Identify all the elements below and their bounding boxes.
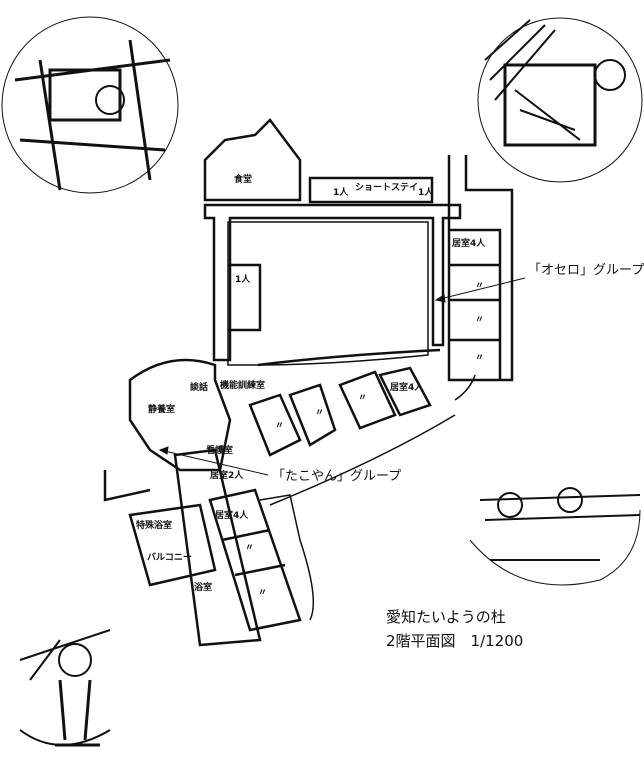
room-ditto-a: 〃 [475, 281, 484, 291]
facility-name: 愛知たいようの杜 [386, 608, 506, 626]
room-resident-2: 居室2人 [210, 469, 244, 481]
room-dining: 食堂 [233, 173, 252, 185]
illustration-top-left [1, 16, 179, 194]
room-ditto-b: 〃 [475, 315, 484, 325]
label-othello-group: 「オセロ」グループ [528, 263, 644, 278]
room-resident-4-b: 居室4人 [390, 381, 424, 393]
plan-caption: 2階平面図 1/1200 [386, 632, 524, 650]
room-ditto-e: 〃 [315, 408, 324, 418]
room-ditto-h: 〃 [258, 588, 267, 598]
building-walls [103, 118, 514, 647]
room-ditto-g: 〃 [245, 543, 254, 553]
room-balcony: バルコニー [147, 552, 192, 563]
illustration-top-right [477, 17, 643, 183]
illustration-bottom-left [19, 629, 111, 747]
room-ditto-c: 〃 [475, 353, 484, 363]
room-rehab: 機能訓練室 [220, 379, 265, 391]
room-resident-4-c: 居室4人 [215, 509, 249, 521]
room-bath: 浴室 [194, 581, 212, 593]
room-single-3: 1人 [235, 273, 251, 285]
room-short-stay: ショートステイ [355, 182, 418, 193]
label-takoyan-group: 「たこやん」グループ [272, 469, 401, 484]
room-ditto-d: 〃 [275, 421, 284, 431]
room-special-bath: 特殊浴室 [136, 519, 172, 531]
illustration-mid-right [469, 487, 641, 586]
room-single-2: 1人 [418, 186, 434, 198]
room-ditto-f: 〃 [358, 393, 367, 403]
room-resident-4-a: 居室4人 [452, 237, 486, 249]
room-nurse: 看護室 [206, 444, 233, 456]
room-quiet: 静養室 [148, 403, 175, 415]
group-arrows [158, 277, 526, 476]
room-lounge: 談話 [190, 381, 208, 393]
room-single-1: 1人 [333, 186, 349, 198]
